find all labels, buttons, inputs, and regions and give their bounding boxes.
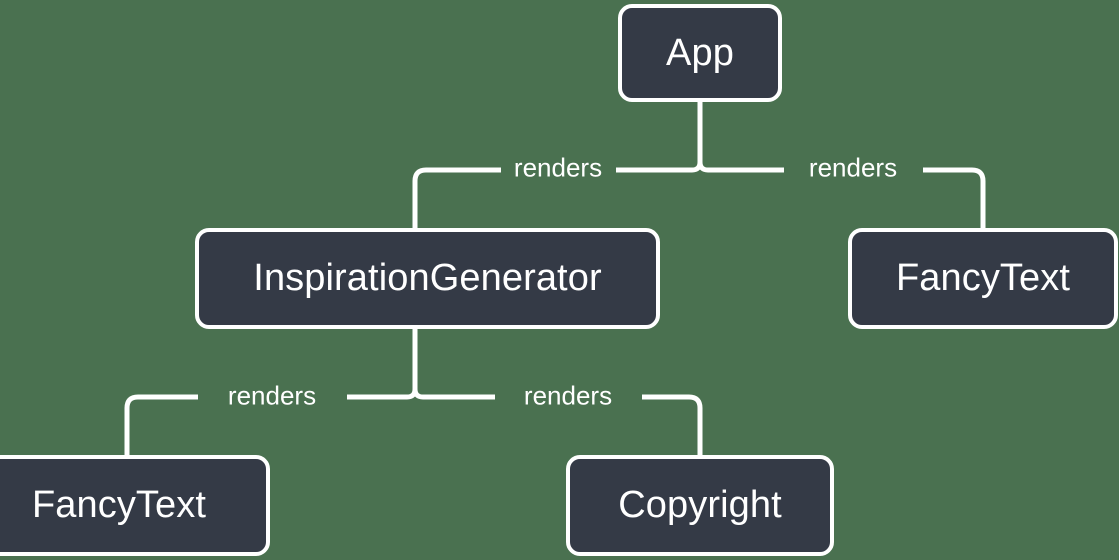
edge-label-app-to-inspiration-generator: renders bbox=[513, 152, 603, 183]
node-copyright-label: Copyright bbox=[618, 484, 782, 526]
edge-app-stem-left bbox=[691, 161, 703, 173]
edge-ig-stem bbox=[412, 329, 424, 400]
node-inspiration-generator-label: InspirationGenerator bbox=[253, 257, 602, 299]
edge-app-bus-left-outer bbox=[412, 167, 501, 228]
edge-label-app-to-fancytext: renders bbox=[808, 152, 898, 183]
edge-ig-bus-left-outer bbox=[124, 394, 198, 455]
node-app[interactable]: App bbox=[618, 4, 782, 102]
edge-ig-stem-left bbox=[406, 388, 418, 400]
edge-label-inspiration-generator-to-copyright: renders bbox=[523, 380, 613, 411]
node-fancytext-right[interactable]: FancyText bbox=[848, 228, 1118, 329]
node-copyright[interactable]: Copyright bbox=[566, 455, 834, 556]
node-inspiration-generator[interactable]: InspirationGenerator bbox=[195, 228, 660, 329]
node-fancytext-bottom-left-label: FancyText bbox=[31, 484, 207, 526]
edge-ig-bus-right-outer bbox=[642, 394, 703, 455]
edge-label-inspiration-generator-to-fancytext: renders bbox=[227, 380, 317, 411]
edge-app-bus-right-outer bbox=[923, 167, 986, 228]
node-app-label: App bbox=[666, 31, 734, 74]
node-fancytext-bottom-left[interactable]: FancyText bbox=[0, 455, 270, 556]
edge-app-stem bbox=[697, 102, 709, 173]
node-fancytext-right-label: FancyText bbox=[895, 257, 1071, 299]
